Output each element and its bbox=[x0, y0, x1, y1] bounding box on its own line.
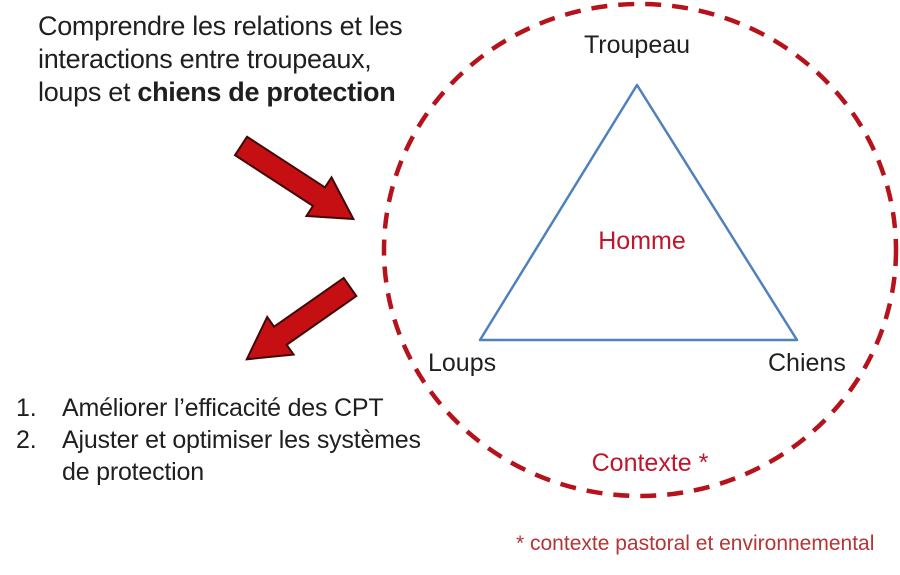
heading-line-3-regular: loups et bbox=[38, 77, 138, 107]
list-item-text: Ajuster et optimiser les systèmes de pro… bbox=[62, 426, 421, 486]
footnote: * contexte pastoral et environnemental bbox=[516, 532, 875, 555]
heading-line-2: interactions entre troupeaux, bbox=[38, 44, 372, 74]
context-label: Contexte * bbox=[591, 449, 709, 477]
context-dashed-circle bbox=[381, 1, 899, 499]
arrow-down-left-icon bbox=[245, 276, 358, 361]
slide-heading: Comprendre les relations et les interact… bbox=[38, 10, 403, 109]
arrow-down-right-icon bbox=[233, 135, 356, 221]
list-item-text: Améliorer l’efficacité des CPT bbox=[62, 394, 384, 422]
objectives-list: 1. Améliorer l’efficacité des CPT 2. Aju… bbox=[16, 392, 422, 488]
relationship-triangle bbox=[478, 83, 799, 342]
list-item: 1. Améliorer l’efficacité des CPT bbox=[16, 392, 422, 424]
heading-line-3-bold: chiens de protection bbox=[137, 77, 396, 107]
triangle-label-chiens: Chiens bbox=[768, 349, 846, 377]
heading-line-3: loups et chiens de protection bbox=[38, 76, 402, 109]
triangle-label-loups: Loups bbox=[428, 349, 497, 377]
triangle-label-troupeau: Troupeau bbox=[583, 31, 691, 59]
triangle-label-homme: Homme bbox=[598, 227, 686, 255]
list-item: 2. Ajuster et optimiser les systèmes de … bbox=[16, 424, 422, 488]
heading-line-1: Comprendre les relations et les bbox=[38, 11, 403, 41]
list-item-number: 1. bbox=[16, 394, 37, 422]
list-item-number: 2. bbox=[16, 426, 37, 454]
